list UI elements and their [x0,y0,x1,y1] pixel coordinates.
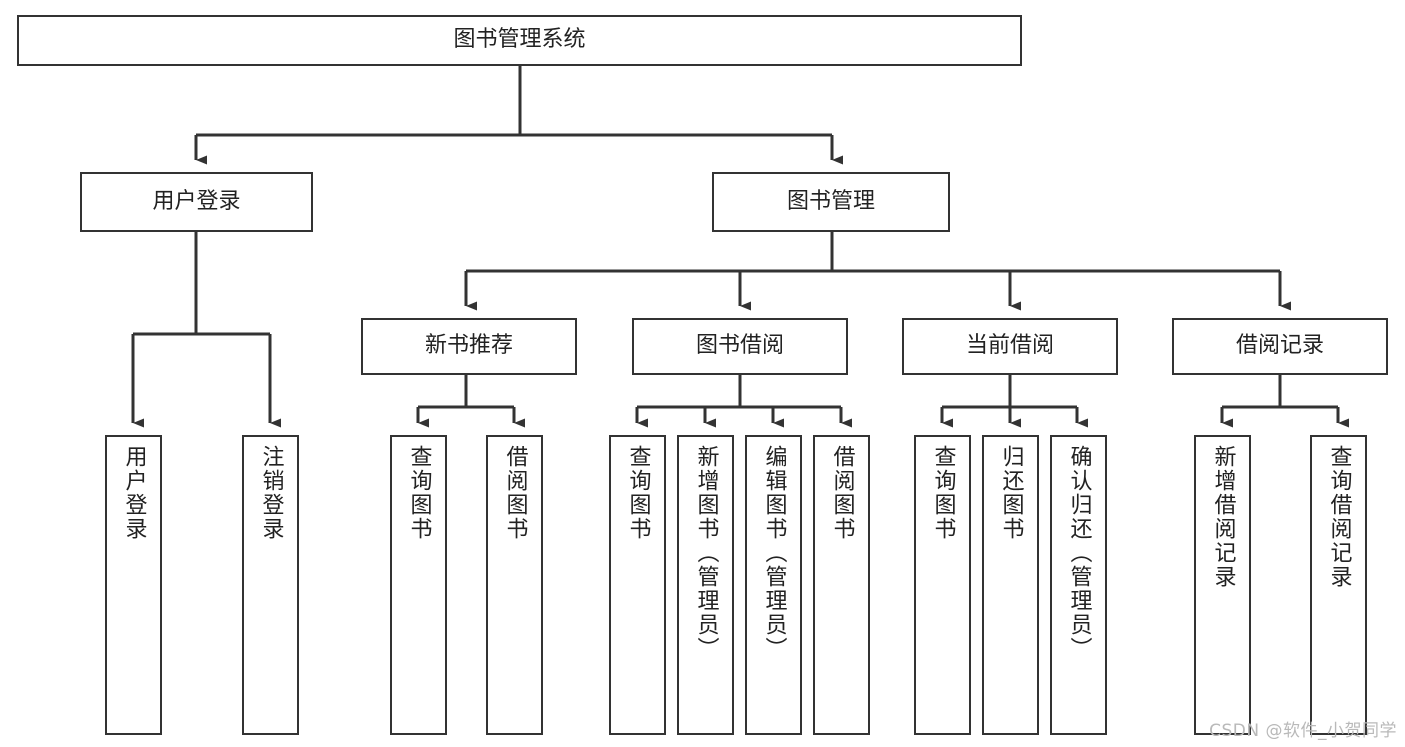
leaf-user-login-label: 用户登录 [121,445,147,541]
leaf-borrow-book-2[interactable]: 借阅图书 [813,435,870,735]
node-book-borrow-label: 图书借阅 [695,333,784,359]
leaf-query-book-2-label: 查询图书 [625,445,651,541]
leaf-confirm-return-label: 确认归还（管理员） [1066,445,1092,661]
leaf-query-book-1-label: 查询图书 [406,445,432,541]
node-new-book-recommend-label: 新书推荐 [424,333,513,359]
leaf-add-book-label: 新增图书（管理员） [693,445,719,661]
leaf-add-record[interactable]: 新增借阅记录 [1194,435,1251,735]
node-borrow-record[interactable]: 借阅记录 [1172,318,1388,375]
leaf-add-book[interactable]: 新增图书（管理员） [677,435,734,735]
node-current-borrow-label: 当前借阅 [965,333,1054,359]
node-book-management-label: 图书管理 [786,188,875,214]
node-book-borrow[interactable]: 图书借阅 [632,318,848,375]
node-new-book-recommend[interactable]: 新书推荐 [361,318,577,375]
leaf-return-book[interactable]: 归还图书 [982,435,1039,735]
leaf-user-login[interactable]: 用户登录 [105,435,162,735]
leaf-borrow-book-2-label: 借阅图书 [829,445,855,541]
node-book-management[interactable]: 图书管理 [712,172,950,232]
leaf-edit-book-label: 编辑图书（管理员） [761,445,787,661]
leaf-query-book-3-label: 查询图书 [930,445,956,541]
csdn-watermark: CSDN @软件_小贺同学 [1209,721,1397,741]
leaf-query-book-1[interactable]: 查询图书 [390,435,447,735]
leaf-query-book-2[interactable]: 查询图书 [609,435,666,735]
leaf-borrow-book-1-label: 借阅图书 [502,445,528,541]
node-user-login-label: 用户登录 [152,188,241,214]
leaf-add-record-label: 新增借阅记录 [1210,445,1236,589]
leaf-query-book-3[interactable]: 查询图书 [914,435,971,735]
node-user-login[interactable]: 用户登录 [80,172,313,232]
leaf-return-book-label: 归还图书 [998,445,1024,541]
leaf-borrow-book-1[interactable]: 借阅图书 [486,435,543,735]
node-current-borrow[interactable]: 当前借阅 [902,318,1118,375]
leaf-logout-login[interactable]: 注销登录 [242,435,299,735]
leaf-query-record[interactable]: 查询借阅记录 [1310,435,1367,735]
leaf-query-record-label: 查询借阅记录 [1326,445,1352,589]
leaf-edit-book[interactable]: 编辑图书（管理员） [745,435,802,735]
leaf-confirm-return[interactable]: 确认归还（管理员） [1050,435,1107,735]
leaf-logout-login-label: 注销登录 [258,445,284,541]
node-root[interactable]: 图书管理系统 [17,15,1022,66]
node-root-label: 图书管理系统 [453,27,586,53]
node-borrow-record-label: 借阅记录 [1235,333,1324,359]
